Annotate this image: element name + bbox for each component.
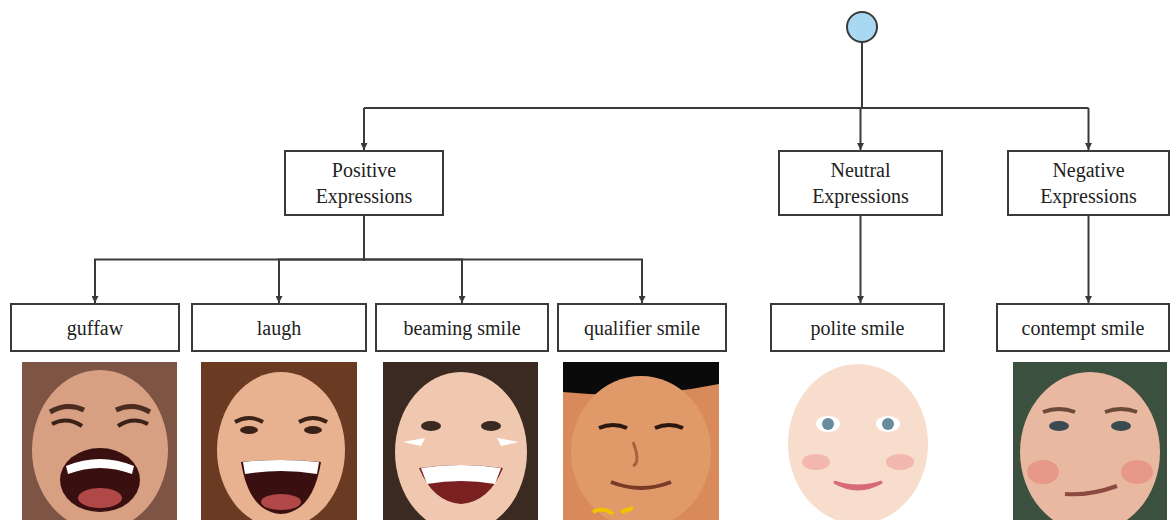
face-part [633,442,637,466]
face-part [822,418,834,430]
smile-type-box: guffaw [10,303,180,352]
face-part [1065,486,1117,494]
box-label: guffaw [67,315,123,341]
root-bus [364,107,1089,109]
face-part [235,418,327,422]
tree-connector [279,216,364,303]
root-trunk [861,42,863,108]
box-label: laugh [257,315,301,341]
face-part [421,421,441,431]
face-part [1043,409,1137,412]
face-part [241,460,321,514]
box-label: Neutral Expressions [788,157,933,209]
category-box: Positive Expressions [284,150,444,216]
face-photo [201,362,357,520]
face-part [419,465,503,504]
smile-type-box: laugh [191,303,367,352]
face-part [52,420,148,426]
root-drop [860,108,862,150]
face-part [1111,421,1131,431]
face-part [1027,460,1059,484]
edge-connectors [95,216,1089,303]
face-part [1049,421,1069,431]
face-part [78,488,122,508]
root-circle [847,12,877,42]
face-part [60,448,140,512]
face-part [834,482,882,489]
face-photo [563,362,719,520]
smile-type-box: beaming smile [375,303,549,352]
box-label: Positive Expressions [294,157,434,209]
face-part [571,376,711,520]
face-part [217,372,345,520]
face-part [261,494,301,510]
face-part [882,418,894,430]
smile-type-box: qualifier smile [557,303,727,352]
tree-connector [95,216,364,303]
root-drop [1088,108,1090,150]
face-photo [1013,362,1167,520]
face-part [816,416,840,432]
category-box: Neutral Expressions [778,150,943,216]
face-photo [780,362,935,520]
face-part [32,370,168,520]
box-label: polite smile [811,315,905,341]
box-label: qualifier smile [584,315,700,341]
face-part [66,459,134,474]
smile-type-box: contempt smile [996,303,1170,352]
box-label: contempt smile [1022,315,1145,341]
face-part [876,416,900,432]
category-box: Negative Expressions [1007,150,1170,216]
face-part [599,425,683,428]
face-part [304,426,322,434]
face-part [395,372,527,520]
face-photo [22,362,177,520]
smile-type-box: polite smile [770,303,945,352]
face-part [403,438,519,446]
tree-connector [364,216,642,303]
face-part [788,364,928,520]
root-connectors [364,42,1089,150]
face-part [886,454,914,470]
face-part [50,406,150,412]
face-part [243,460,319,474]
root-drop [363,108,365,150]
face-photo [383,362,538,520]
face-part [611,482,671,488]
face-part [802,454,830,470]
face-part [481,421,501,431]
face-part [593,508,633,514]
tree-connector [860,216,862,303]
tree-connector [1088,216,1090,303]
box-label: Negative Expressions [1017,157,1160,209]
face-part [240,426,258,434]
face-part [1020,372,1160,520]
box-label: beaming smile [403,315,520,341]
face-part [1121,460,1153,484]
face-part [421,465,501,484]
